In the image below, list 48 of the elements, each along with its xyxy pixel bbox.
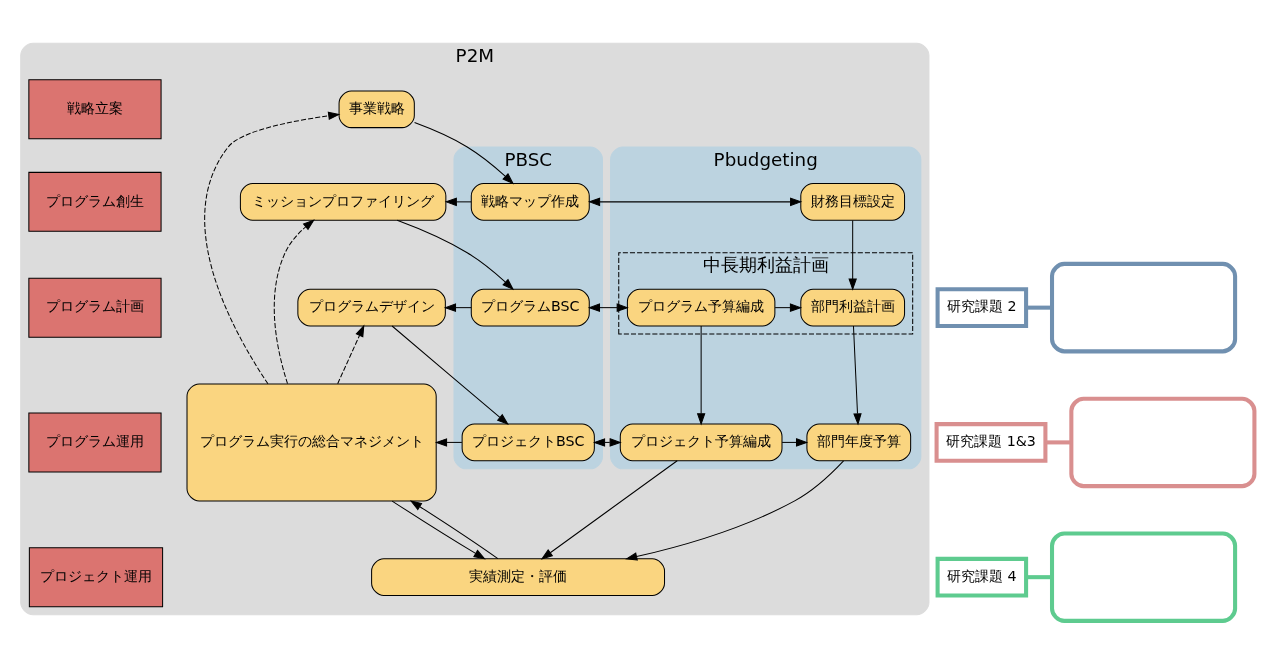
arrow bbox=[848, 219, 857, 291]
node-box: 部門利益計画 bbox=[800, 288, 906, 326]
arrow bbox=[337, 324, 365, 384]
arrow bbox=[434, 437, 463, 447]
arrow bbox=[592, 437, 622, 447]
node-box: 研究課題 2 bbox=[935, 286, 1029, 328]
arrow bbox=[774, 302, 803, 312]
arrow bbox=[781, 437, 809, 447]
node-box: 研究課題 4 bbox=[935, 556, 1029, 597]
connector bbox=[1045, 439, 1071, 444]
node-box: プロジェクト予算編成 bbox=[619, 423, 783, 461]
node-box bbox=[1050, 530, 1238, 623]
node-box: 研究課題 1&3 bbox=[934, 421, 1048, 463]
connector bbox=[1026, 574, 1052, 579]
node-box: プログラムデザイン bbox=[297, 288, 446, 326]
node-box bbox=[1069, 396, 1257, 488]
node-box: プロジェクト運用 bbox=[28, 546, 164, 607]
node-box: 事業戦略 bbox=[338, 90, 415, 128]
node-box: プログラムBSC bbox=[470, 288, 590, 326]
arrow bbox=[540, 459, 678, 560]
node-box: 財務目標設定 bbox=[800, 182, 906, 221]
node-box: プロジェクトBSC bbox=[461, 423, 595, 461]
arrow bbox=[587, 302, 629, 312]
arrow bbox=[587, 197, 803, 206]
node-box: 戦略マップ作成 bbox=[470, 182, 590, 221]
node-box: 戦略立案 bbox=[28, 78, 162, 139]
connector bbox=[1026, 305, 1052, 310]
arrow bbox=[391, 325, 509, 425]
node-box: プログラム予算編成 bbox=[626, 288, 776, 326]
node-box: プログラム創生 bbox=[28, 171, 162, 232]
node-box: プログラム計画 bbox=[28, 277, 162, 338]
arrow bbox=[414, 121, 515, 184]
arrow bbox=[204, 111, 341, 384]
arrow bbox=[625, 459, 845, 561]
arrow bbox=[396, 219, 515, 290]
node-box: 部門年度予算 bbox=[806, 423, 912, 461]
node-box: プログラム運用 bbox=[28, 411, 162, 472]
node-box: ミッションプロファイリング bbox=[239, 182, 447, 221]
node-box: プログラム実行の総合マネジメント bbox=[186, 382, 437, 501]
arrow bbox=[696, 325, 706, 426]
arrow bbox=[444, 197, 472, 206]
node-box bbox=[1050, 261, 1238, 353]
arrow bbox=[391, 500, 486, 559]
arrow bbox=[273, 218, 315, 384]
arrow bbox=[443, 302, 472, 312]
arrow bbox=[852, 325, 862, 426]
node-box: 実績測定・評価 bbox=[371, 557, 666, 596]
arrow bbox=[409, 499, 499, 559]
